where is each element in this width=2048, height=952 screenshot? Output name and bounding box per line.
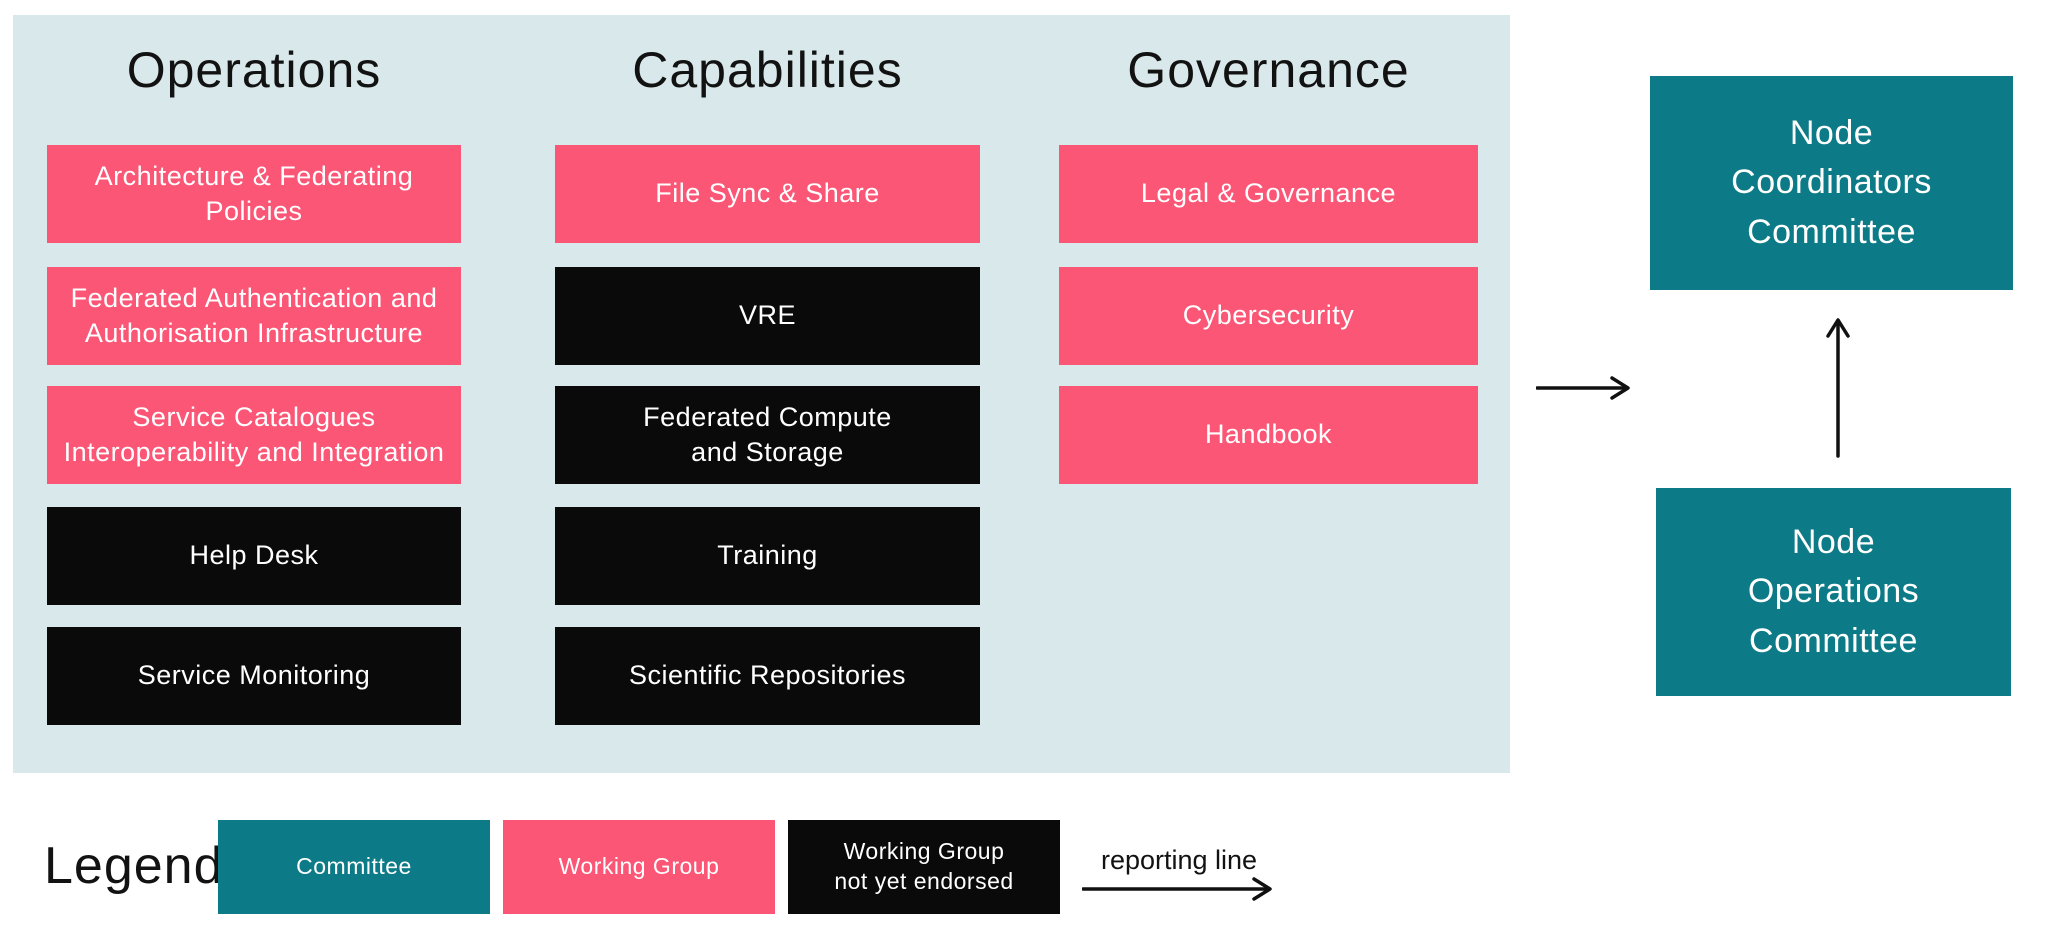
- working-group-box-scientific-repositories: Scientific Repositories: [555, 627, 980, 725]
- working-group-box-training: Training: [555, 507, 980, 605]
- legend-reporting-line-arrow: [1082, 877, 1272, 901]
- legend-swatch-working-group-not-yet-endorsed: Working Group not yet endorsed: [788, 820, 1060, 914]
- working-group-box-help-desk: Help Desk: [47, 507, 461, 605]
- column-operations: Operations Architecture & Federating Pol…: [47, 15, 461, 773]
- working-group-box-handbook: Handbook: [1059, 386, 1478, 484]
- working-group-box-service-monitoring: Service Monitoring: [47, 627, 461, 725]
- node-coordinators-committee-box: Node Coordinators Committee: [1650, 76, 2013, 290]
- column-title-capabilities: Capabilities: [632, 42, 903, 98]
- working-group-box-file-sync-share: File Sync & Share: [555, 145, 980, 243]
- node-operations-committee-box: Node Operations Committee: [1656, 488, 2011, 696]
- working-group-box-vre: VRE: [555, 267, 980, 365]
- reporting-line-arrow-panel-to-committees: [1536, 376, 1630, 400]
- column-title-operations: Operations: [126, 42, 382, 98]
- legend-swatch-working-group: Working Group: [503, 820, 775, 914]
- working-group-box-legal-governance: Legal & Governance: [1059, 145, 1478, 243]
- working-group-box-cybersecurity: Cybersecurity: [1059, 267, 1478, 365]
- working-groups-panel: Operations Architecture & Federating Pol…: [13, 15, 1510, 773]
- column-capabilities: Capabilities File Sync & Share VRE Feder…: [555, 15, 980, 773]
- legend-swatch-committee: Committee: [218, 820, 490, 914]
- working-group-box-federated-authentication: Federated Authentication and Authorisati…: [47, 267, 461, 365]
- working-group-box-federated-compute-storage: Federated Compute and Storage: [555, 386, 980, 484]
- legend-title: Legend: [44, 837, 224, 895]
- column-governance: Governance Legal & Governance Cybersecur…: [1059, 15, 1478, 773]
- working-group-box-architecture-federating-policies: Architecture & Federating Policies: [47, 145, 461, 243]
- legend-reporting-line-label: reporting line: [1100, 845, 1258, 875]
- column-title-governance: Governance: [1127, 42, 1410, 98]
- working-group-box-service-catalogues: Service Catalogues Interoperability and …: [47, 386, 461, 484]
- reporting-line-arrow-operations-to-coordinators: [1826, 318, 1850, 458]
